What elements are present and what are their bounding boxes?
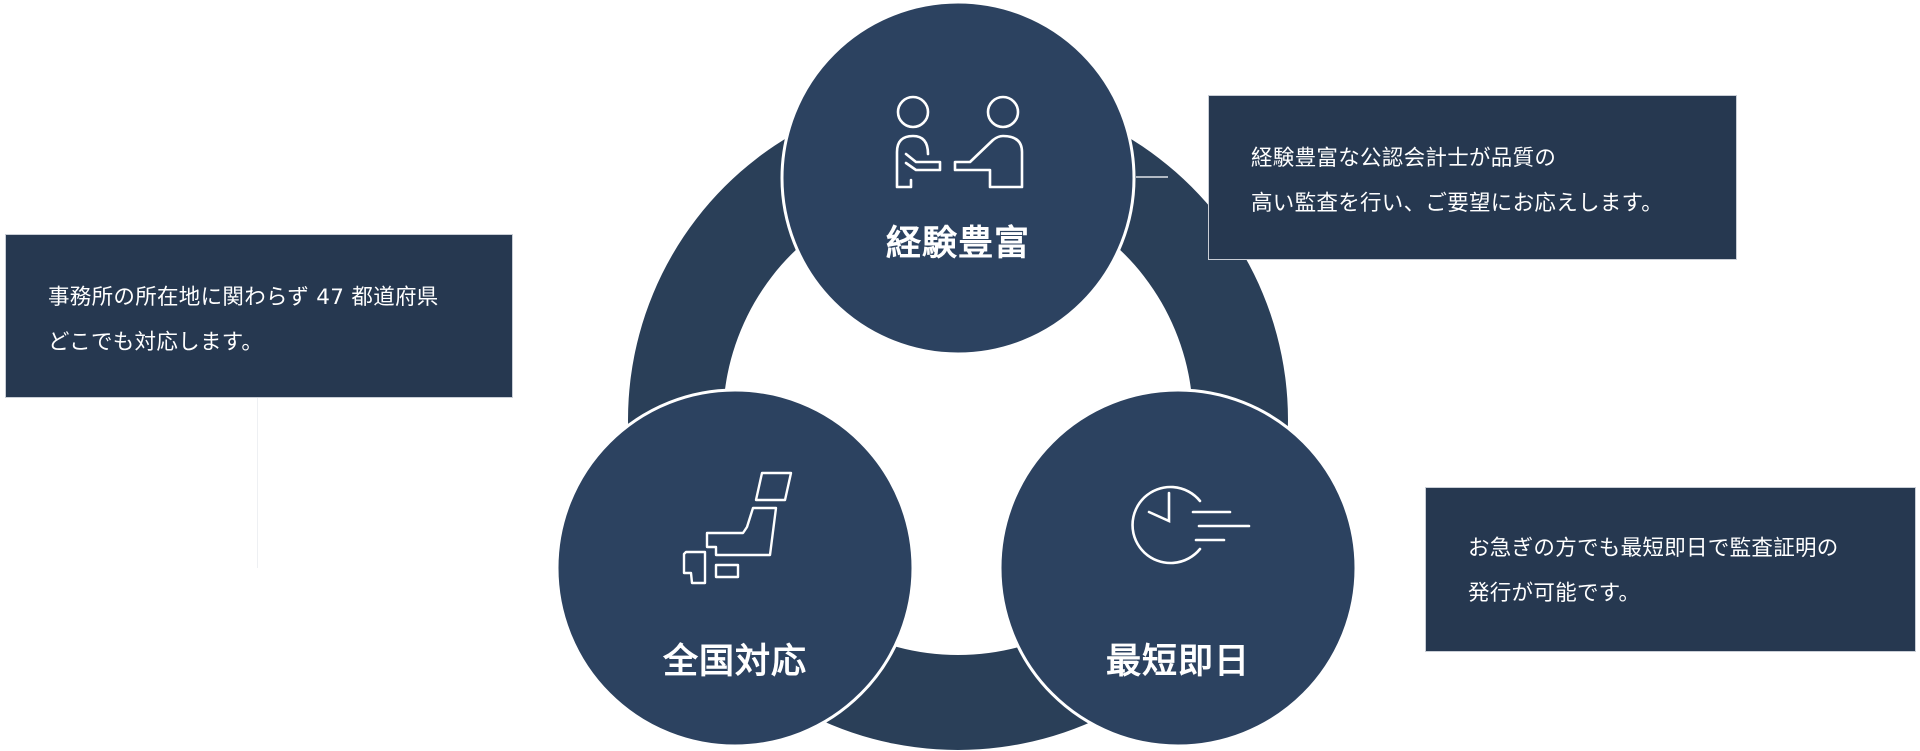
nationwide-description-line-1: 事務所の所在地に関わらず 47 都道府県 [48,285,439,310]
experience-title: 経験豊富 [885,223,1030,264]
circle-experience [780,0,1136,356]
fastest-title: 最短即日 [1105,641,1250,682]
nationwide-title: 全国対応 [662,641,807,682]
experience-description-line-2: 高い監査を行い、ご要望にお応えします。 [1251,191,1664,216]
circle-fastest [998,388,1358,748]
fast-clock-icon [1131,485,1251,565]
experience-description-box: 経験豊富な公認会計士が品質の 高い監査を行い、ご要望にお応えします。 [1208,95,1737,260]
fastest-description-line-2: 発行が可能です。 [1468,581,1641,606]
experience-description-line-1: 経験豊富な公認会計士が品質の [1251,146,1557,171]
fastest-description-box: お急ぎの方でも最短即日で監査証明の 発行が可能です。 [1425,487,1916,652]
japan-map-icon [682,471,793,585]
divider-line [257,398,258,568]
nationwide-description-line-2: どこでも対応します。 [48,330,264,355]
nationwide-description-box: 事務所の所在地に関わらず 47 都道府県 どこでも対応します。 [5,234,513,398]
fastest-description-line-1: お急ぎの方でも最短即日で監査証明の [1468,536,1839,561]
handshake-people-icon [895,95,1024,189]
circle-nationwide [555,388,915,748]
